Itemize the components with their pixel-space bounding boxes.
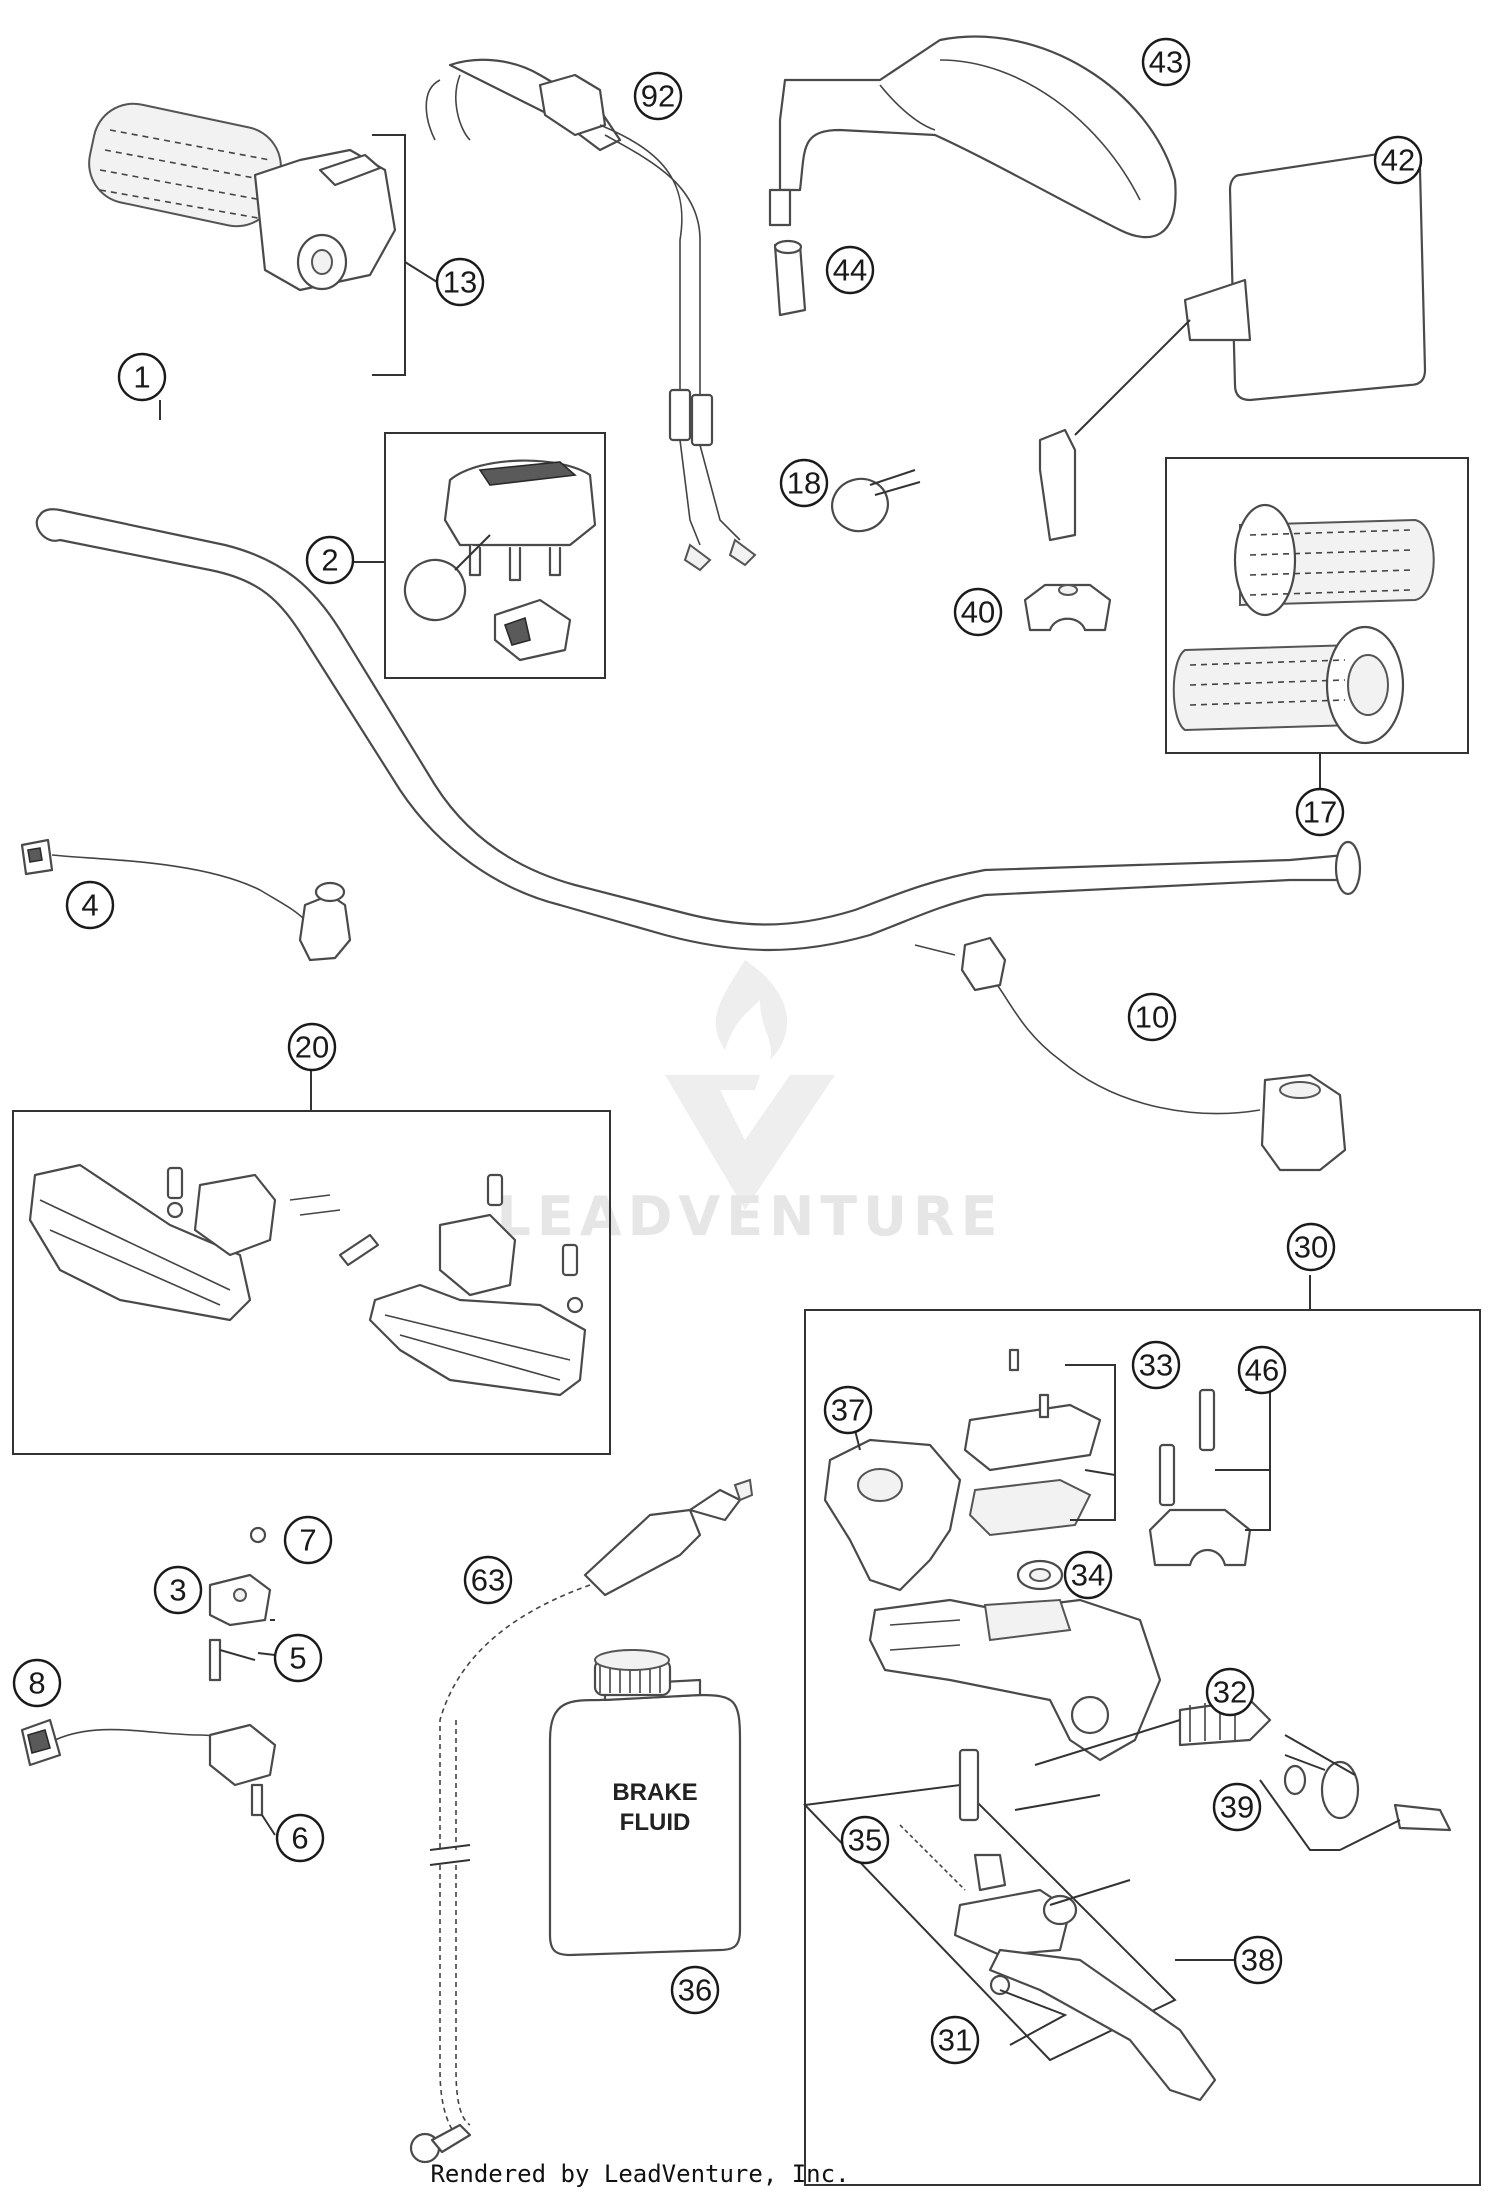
callout-40-label: 40 — [961, 595, 995, 630]
callout-63-label: 63 — [471, 1563, 505, 1598]
callout-34: 34 — [1063, 1550, 1113, 1600]
callout-35: 35 — [840, 1815, 890, 1865]
callout-13-label: 13 — [443, 265, 477, 300]
callout-39: 39 — [1212, 1782, 1262, 1832]
callout-10-label: 10 — [1135, 1000, 1169, 1035]
callout-3: 3 — [153, 1565, 203, 1615]
part-4-switch — [20, 838, 352, 962]
callout-37: 37 — [823, 1385, 873, 1435]
callout-4: 4 — [65, 880, 115, 930]
callout-46: 46 — [1237, 1345, 1287, 1395]
callout-33-label: 33 — [1139, 1348, 1173, 1383]
leader-lines — [159, 400, 1181, 1836]
callout-92-label: 92 — [641, 79, 675, 114]
callout-38-label: 38 — [1241, 1943, 1275, 1978]
callout-20-label: 20 — [295, 1030, 329, 1065]
part-20-hand-guards — [12, 1070, 611, 1455]
callout-38: 38 — [1233, 1935, 1283, 1985]
part-92-throttle-cables — [425, 58, 757, 572]
watermark-text: LEADVENTURE — [497, 1185, 1004, 1248]
callout-31-label: 31 — [938, 2023, 972, 2058]
callout-42-label: 42 — [1381, 143, 1415, 178]
callout-39-label: 39 — [1220, 1790, 1254, 1825]
part-40-clamp — [1023, 583, 1112, 632]
callout-33: 33 — [1131, 1340, 1181, 1390]
callout-18-label: 18 — [787, 466, 821, 501]
bottle-label-line-1: BRAKE — [612, 1779, 697, 1806]
render-credit: Rendered by LeadVenture, Inc. — [430, 2160, 849, 2188]
callout-35-label: 35 — [848, 1823, 882, 1858]
part-63-brake-line — [409, 1478, 754, 2164]
callout-63: 63 — [463, 1555, 513, 1605]
callout-44: 44 — [825, 245, 875, 295]
callout-40: 40 — [953, 587, 1003, 637]
callout-30: 30 — [1286, 1222, 1336, 1272]
callout-17-label: 17 — [1303, 795, 1337, 830]
watermark: LEADVENTURE — [497, 960, 1004, 1248]
part-30-brake-master-cylinder — [802, 1275, 1481, 2186]
part-44-mirror-adapter — [773, 239, 807, 317]
watermark-flame-icon — [715, 960, 788, 1060]
part-3-bracket — [208, 1526, 272, 1682]
part-43-mirror — [768, 35, 1177, 239]
callout-8-label: 8 — [28, 1666, 45, 1701]
callout-6-label: 6 — [291, 1821, 308, 1856]
callouts: 1 2 3 4 5 6 7 8 10 13 17 18 20 30 31 32 … — [12, 37, 1423, 2065]
callout-13: 13 — [435, 257, 485, 307]
callout-7: 7 — [283, 1515, 333, 1565]
part-13-throttle-grip — [88, 102, 438, 376]
callout-6: 6 — [275, 1813, 325, 1863]
callout-32: 32 — [1205, 1667, 1255, 1717]
part-2-switch-kit — [353, 432, 606, 679]
callout-8: 8 — [12, 1658, 62, 1708]
callout-17: 17 — [1295, 787, 1345, 837]
part-10-switch — [914, 936, 1347, 1172]
part-8-switch — [20, 1718, 277, 1817]
part-17-grips — [1165, 457, 1469, 788]
callout-31: 31 — [930, 2015, 980, 2065]
callout-5-label: 5 — [289, 1641, 306, 1676]
watermark-v-icon — [665, 1075, 835, 1210]
callout-43: 43 — [1141, 37, 1191, 87]
part-1-handlebar — [35, 508, 1362, 952]
callout-30-label: 30 — [1294, 1230, 1328, 1265]
part-42-mirror — [1038, 148, 1427, 542]
callout-7-label: 7 — [299, 1523, 316, 1558]
callout-1: 1 — [117, 352, 167, 402]
callout-46-label: 46 — [1245, 1353, 1279, 1388]
callout-20: 20 — [287, 1022, 337, 1072]
bottle-label-line-2: FLUID — [620, 1809, 691, 1836]
callout-43-label: 43 — [1149, 45, 1183, 80]
callout-36: 36 — [670, 1965, 720, 2015]
callout-1-label: 1 — [133, 360, 150, 395]
callout-36-label: 36 — [678, 1973, 712, 2008]
part-36-brake-fluid-bottle: BRAKE FLUID — [548, 1649, 742, 1957]
callout-18: 18 — [779, 458, 829, 508]
callout-34-label: 34 — [1071, 1558, 1105, 1593]
callout-4-label: 4 — [81, 888, 98, 923]
callout-2: 2 — [305, 535, 355, 585]
callout-92: 92 — [633, 71, 683, 121]
callout-3-label: 3 — [169, 1573, 186, 1608]
part-18-cable-tie — [831, 469, 921, 533]
callout-5: 5 — [273, 1633, 323, 1683]
callout-44-label: 44 — [833, 253, 867, 288]
callout-2-label: 2 — [321, 543, 338, 578]
callout-42: 42 — [1373, 135, 1423, 185]
callout-37-label: 37 — [831, 1393, 865, 1428]
callout-10: 10 — [1127, 992, 1177, 1042]
callout-32-label: 32 — [1213, 1675, 1247, 1710]
